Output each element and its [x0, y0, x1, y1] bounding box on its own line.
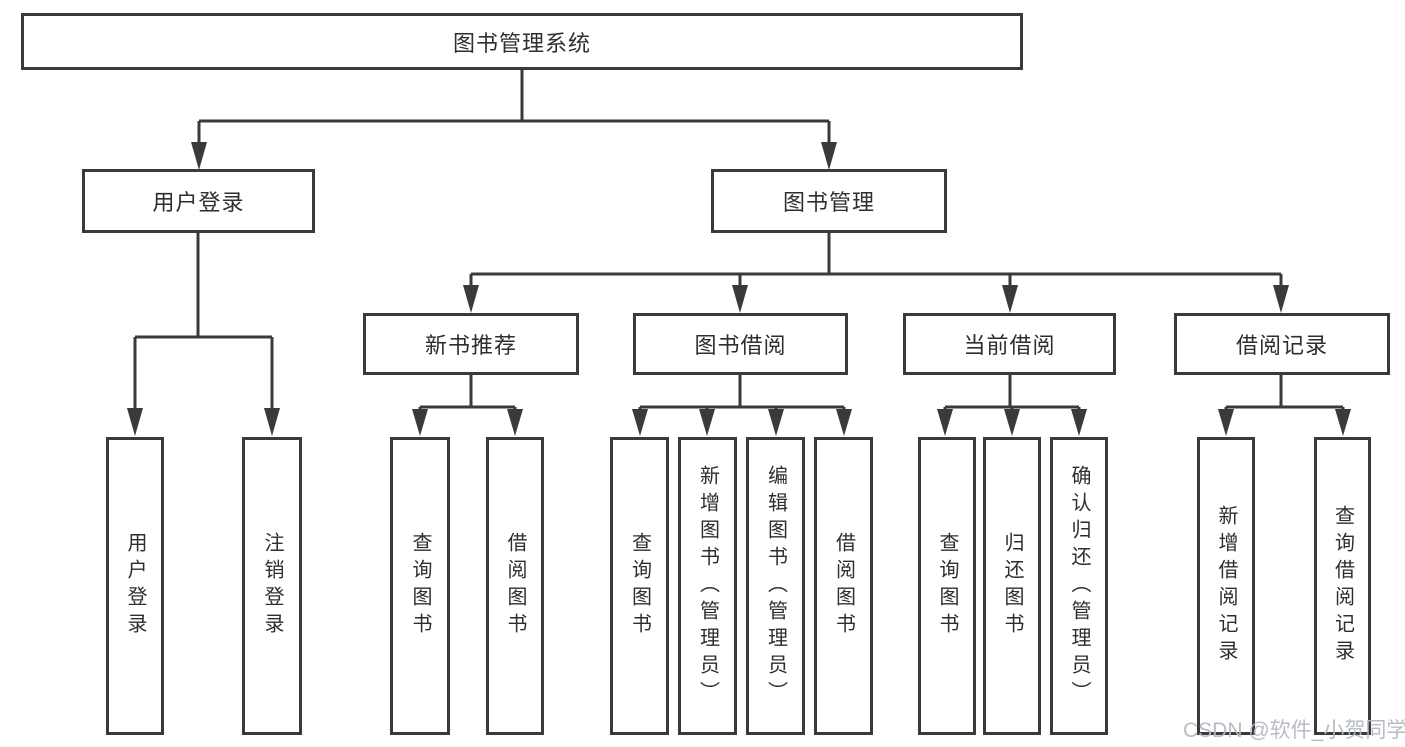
- node-current-borrow: 当前借阅: [903, 313, 1116, 375]
- node-label: 新增借阅记录: [1215, 505, 1237, 667]
- node-borrow-records: 借阅记录: [1174, 313, 1390, 375]
- node-label: 新书推荐: [424, 333, 517, 358]
- leaf-recommend-query-books: 查询图书: [390, 437, 450, 735]
- leaf-current-return-books: 归还图书: [983, 437, 1041, 735]
- node-label: 归还图书: [1001, 532, 1023, 640]
- node-label: 图书借阅: [694, 333, 787, 358]
- connector-current-borrow-to-leaves: [937, 375, 1087, 436]
- node-label: 查询图书: [409, 532, 431, 640]
- node-label: 用户登录: [152, 190, 245, 215]
- node-label: 用户登录: [124, 532, 146, 640]
- node-book-management: 图书管理: [711, 169, 947, 233]
- node-label: 借阅图书: [504, 532, 526, 640]
- node-label: 查询图书: [628, 532, 651, 640]
- node-label: 确认归还（管理员）: [1068, 464, 1090, 708]
- node-label: 当前借阅: [963, 333, 1056, 358]
- leaf-borrow-add-books-admin: 新增图书（管理员）: [678, 437, 737, 735]
- leaf-current-confirm-return-admin: 确认归还（管理员）: [1050, 437, 1108, 735]
- connector-book-borrow-to-leaves: [632, 375, 852, 436]
- leaf-recommend-borrow-books: 借阅图书: [486, 437, 544, 735]
- node-book-borrow: 图书借阅: [633, 313, 848, 375]
- node-label: 新增图书（管理员）: [696, 464, 719, 708]
- node-new-book-recommend: 新书推荐: [363, 313, 579, 375]
- node-label: 注销登录: [261, 532, 283, 640]
- connector-book-mgmt-to-level3: [463, 233, 1289, 313]
- leaf-records-add-borrow-record: 新增借阅记录: [1197, 437, 1255, 735]
- node-label: 借阅记录: [1235, 333, 1328, 358]
- connector-new-book-rec-to-leaves: [412, 375, 523, 436]
- node-user-login: 用户登录: [82, 169, 315, 233]
- leaf-logout: 注销登录: [242, 437, 302, 735]
- leaf-borrow-edit-books-admin: 编辑图书（管理员）: [746, 437, 805, 735]
- connector-user-login-to-leaves: [127, 233, 280, 436]
- leaf-borrow-borrow-books: 借阅图书: [814, 437, 873, 735]
- leaf-current-query-books: 查询图书: [918, 437, 976, 735]
- connector-borrow-records-to-leaves: [1218, 375, 1351, 436]
- leaf-user-login: 用户登录: [106, 437, 164, 735]
- leaf-records-query-borrow-record: 查询借阅记录: [1314, 437, 1371, 735]
- node-label: 借阅图书: [832, 532, 855, 640]
- node-label: 编辑图书（管理员）: [764, 464, 787, 708]
- node-label: 查询借阅记录: [1331, 505, 1354, 667]
- node-label: 查询图书: [936, 532, 958, 640]
- connector-root-to-level2: [191, 70, 837, 170]
- node-label: 图书管理系统: [452, 30, 591, 56]
- leaf-borrow-query-books: 查询图书: [610, 437, 669, 735]
- node-label: 图书管理: [782, 190, 875, 215]
- node-system-root: 图书管理系统: [21, 13, 1023, 70]
- csdn-watermark: CSDN @软件_小贺同学: [1183, 719, 1405, 742]
